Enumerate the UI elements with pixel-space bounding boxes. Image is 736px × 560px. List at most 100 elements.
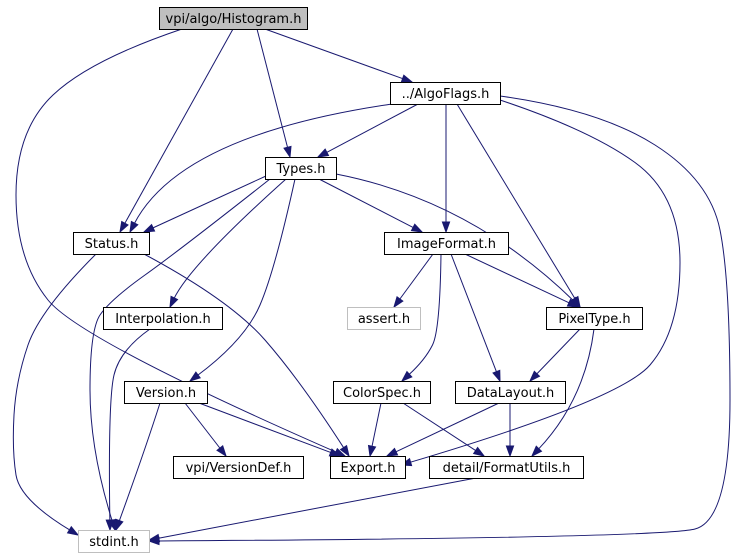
edge-types-to-imageformat — [318, 178, 424, 233]
node-export[interactable]: Export.h — [330, 456, 406, 479]
edge-line — [173, 178, 287, 300]
arrow-head — [410, 223, 424, 233]
arrow-head — [393, 295, 404, 309]
node-datalayout[interactable]: DataLayout.h — [455, 381, 566, 404]
edge-status-to-stdint — [12, 253, 97, 536]
edge-line — [535, 328, 581, 375]
node-box — [390, 82, 501, 105]
node-label: ImageFormat.h — [397, 237, 496, 252]
node-histogram[interactable]: vpi/algo/Histogram.h — [159, 7, 308, 30]
edge-types-to-status — [142, 175, 267, 233]
node-label: DataLayout.h — [467, 386, 555, 401]
node-formatutils[interactable]: detail/FormatUtils.h — [429, 456, 584, 479]
edge-line — [371, 402, 382, 448]
nodes-layer: vpi/algo/Histogram.h ../AlgoFlags.hTypes.… — [73, 7, 643, 553]
edge-colorspec-to-formatutils — [402, 402, 486, 457]
arrow-head — [216, 445, 227, 458]
arrow-head — [169, 295, 179, 309]
edge-version-to-versiondef — [184, 402, 227, 458]
arrow-head — [367, 444, 377, 458]
edge-line — [15, 28, 337, 453]
edge-line — [157, 477, 477, 539]
node-box — [330, 456, 406, 479]
arrow-head — [472, 446, 486, 457]
edge-line — [12, 253, 97, 531]
node-label: Status.h — [85, 237, 139, 252]
arrow-head — [129, 220, 139, 234]
node-box — [333, 381, 431, 404]
edge-imageformat-to-datalayout — [450, 253, 501, 383]
edge-line — [184, 402, 221, 450]
edge-imageformat-to-pixeltype — [464, 253, 580, 308]
node-box — [429, 456, 584, 479]
node-interpolation[interactable]: Interpolation.h — [103, 307, 223, 330]
node-version[interactable]: Version.h — [124, 381, 208, 404]
arrow-head — [119, 220, 129, 234]
edge-line — [264, 28, 404, 80]
edge-line — [196, 178, 296, 377]
edge-pixeltype-to-datalayout — [528, 328, 581, 383]
node-label: Version.h — [136, 386, 196, 401]
edge-line — [408, 253, 442, 376]
arrow-head — [528, 370, 541, 383]
arrow-head — [147, 533, 161, 543]
edge-line — [394, 402, 500, 453]
node-label: ../AlgoFlags.h — [402, 87, 490, 102]
node-status[interactable]: Status.h — [73, 232, 150, 255]
edges-layer — [12, 28, 731, 546]
edge-status-to-export — [143, 253, 350, 458]
arrow-head — [400, 74, 414, 83]
edge-colorspec-to-export — [367, 402, 382, 458]
node-algoflags[interactable]: ../AlgoFlags.h — [390, 82, 501, 105]
edge-line — [318, 178, 415, 229]
node-types[interactable]: Types.h — [265, 157, 337, 180]
node-label: Types.h — [275, 162, 325, 177]
node-box — [159, 7, 308, 30]
edge-algoflags-to-types — [316, 103, 419, 158]
arrow-head — [385, 447, 399, 457]
node-label: vpi/VersionDef.h — [186, 461, 292, 476]
edge-pixeltype-to-formatutils — [530, 328, 595, 458]
node-label: Export.h — [341, 461, 396, 476]
edge-algoflags-to-status — [129, 103, 393, 234]
edge-line — [118, 402, 161, 522]
node-label: vpi/algo/Histogram.h — [166, 12, 302, 27]
node-pixeltype[interactable]: PixelType.h — [546, 307, 643, 330]
node-label: ColorSpec.h — [343, 386, 421, 401]
node-imageformat[interactable]: ImageFormat.h — [384, 232, 509, 255]
edge-line — [89, 178, 271, 522]
arrow-head — [316, 148, 330, 158]
edge-datalayout-to-formatutils — [505, 403, 515, 458]
edge-line — [409, 99, 681, 463]
node-box — [103, 307, 223, 330]
edge-types-to-version — [188, 178, 296, 382]
arrow-head — [400, 370, 413, 382]
node-box — [546, 307, 643, 330]
edge-line — [256, 28, 289, 149]
node-box — [124, 381, 208, 404]
arrow-head — [530, 445, 543, 458]
node-colorspec[interactable]: ColorSpec.h — [333, 381, 431, 404]
edge-histogram-to-status — [119, 28, 234, 234]
node-versiondef[interactable]: vpi/VersionDef.h — [173, 456, 304, 479]
edge-algoflags-to-imageformat — [441, 104, 451, 234]
edge-line — [108, 328, 151, 522]
arrow-head — [188, 371, 201, 382]
edge-imageformat-to-assert — [393, 253, 434, 309]
node-box — [384, 232, 509, 255]
arrow-head — [505, 445, 515, 458]
arrow-head — [566, 298, 580, 308]
node-box — [455, 381, 566, 404]
edge-algoflags-to-pixeltype — [456, 103, 581, 309]
arrow-head — [142, 223, 156, 233]
arrow-head — [328, 448, 342, 457]
arrow-head — [105, 519, 115, 532]
node-box — [347, 307, 421, 330]
node-box — [73, 232, 150, 255]
edge-line — [133, 103, 393, 225]
edge-line — [398, 253, 434, 301]
arrow-head — [492, 369, 501, 383]
edge-line — [402, 402, 477, 452]
edge-line — [143, 253, 345, 449]
edge-histogram-to-types — [256, 28, 292, 159]
